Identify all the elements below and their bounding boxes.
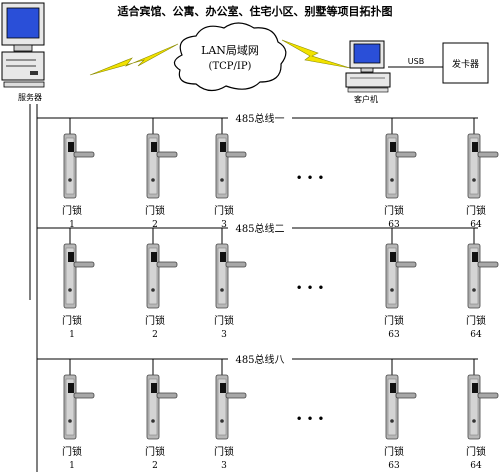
- lock-number: 1: [69, 220, 75, 230]
- lock-label: 门锁: [384, 204, 404, 217]
- diagram-title: 适合宾馆、公寓、办公室、住宅小区、别墅等项目拓扑图: [118, 4, 393, 18]
- lock-label: 门锁: [145, 204, 165, 217]
- door-lock-icon: [467, 133, 499, 199]
- lock-label: 门锁: [145, 314, 165, 327]
- buses-layer: 485总线一 • • • 门锁 1 门锁 2 门锁 3 门锁 63 门锁 64 485总线二 • • • 门…: [37, 111, 499, 471]
- door-lock-icon: [146, 374, 178, 440]
- lock-number: 3: [221, 330, 227, 340]
- door-lock-icon: [385, 133, 417, 199]
- bus-row: 485总线八 • • • 门锁 1 门锁 2 门锁 3 门锁 63 门锁 64: [37, 352, 499, 471]
- bus-label: 485总线二: [235, 222, 284, 235]
- bus-label: 485总线一: [235, 112, 284, 125]
- server-label: 服务器: [18, 92, 42, 102]
- lock-label: 门锁: [62, 445, 82, 458]
- card-issuer-box: [442, 42, 489, 84]
- client-computer-icon: [345, 40, 391, 93]
- door-lock-icon: [215, 133, 247, 199]
- door-lock-icon: [385, 374, 417, 440]
- lock-number: 63: [388, 220, 400, 230]
- lock-label: 门锁: [62, 204, 82, 217]
- lock-label: 门锁: [214, 445, 234, 458]
- lock-label: 门锁: [214, 314, 234, 327]
- lock-label: 门锁: [62, 314, 82, 327]
- lan-protocol-label: (TCP/IP): [209, 61, 252, 72]
- ellipsis: • • •: [296, 171, 325, 185]
- lan-label: LAN局域网: [201, 44, 259, 57]
- door-lock-icon: [467, 243, 499, 309]
- lock-label: 门锁: [466, 314, 486, 327]
- bus-label-background: [228, 221, 292, 234]
- lock-number: 1: [69, 461, 75, 471]
- ellipsis: • • •: [296, 412, 325, 426]
- lock-number: 2: [152, 220, 158, 230]
- door-lock-icon: [146, 133, 178, 199]
- ellipsis: • • •: [296, 281, 325, 295]
- lightning-bolt-right-icon: [281, 39, 351, 69]
- usb-label: USB: [408, 57, 424, 66]
- lock-number: 1: [69, 330, 75, 340]
- server-computer-icon: [1, 2, 45, 88]
- bus-label-background: [228, 352, 292, 365]
- lock-label: 门锁: [384, 445, 404, 458]
- lock-number: 3: [221, 220, 227, 230]
- door-lock-icon: [467, 374, 499, 440]
- bus-row: 485总线二 • • • 门锁 1 门锁 2 门锁 3 门锁 63 门锁 64: [37, 221, 499, 340]
- lock-label: 门锁: [466, 204, 486, 217]
- door-lock-icon: [63, 133, 95, 199]
- card-issuer-label: 发卡器: [452, 58, 479, 70]
- lock-number: 64: [470, 330, 482, 340]
- lock-number: 64: [470, 220, 482, 230]
- lock-number: 2: [152, 330, 158, 340]
- lan-cloud-icon: [173, 22, 287, 92]
- door-lock-icon: [215, 374, 247, 440]
- lightning-bolt-left-icon: [89, 43, 179, 76]
- lock-number: 64: [470, 461, 482, 471]
- bus-row: 485总线一 • • • 门锁 1 门锁 2 门锁 3 门锁 63 门锁 64: [37, 111, 499, 230]
- lock-number: 3: [221, 461, 227, 471]
- lock-label: 门锁: [145, 445, 165, 458]
- lock-label: 门锁: [384, 314, 404, 327]
- door-lock-icon: [385, 243, 417, 309]
- door-lock-icon: [63, 374, 95, 440]
- door-lock-icon: [215, 243, 247, 309]
- bus-label-background: [228, 111, 292, 124]
- lock-label: 门锁: [214, 204, 234, 217]
- lock-number: 63: [388, 461, 400, 471]
- lock-label: 门锁: [466, 445, 486, 458]
- bus-label: 485总线八: [235, 353, 284, 366]
- door-lock-icon: [63, 243, 95, 309]
- client-label: 客户机: [354, 94, 378, 104]
- lock-number: 2: [152, 461, 158, 471]
- door-lock-icon: [146, 243, 178, 309]
- lock-number: 63: [388, 330, 400, 340]
